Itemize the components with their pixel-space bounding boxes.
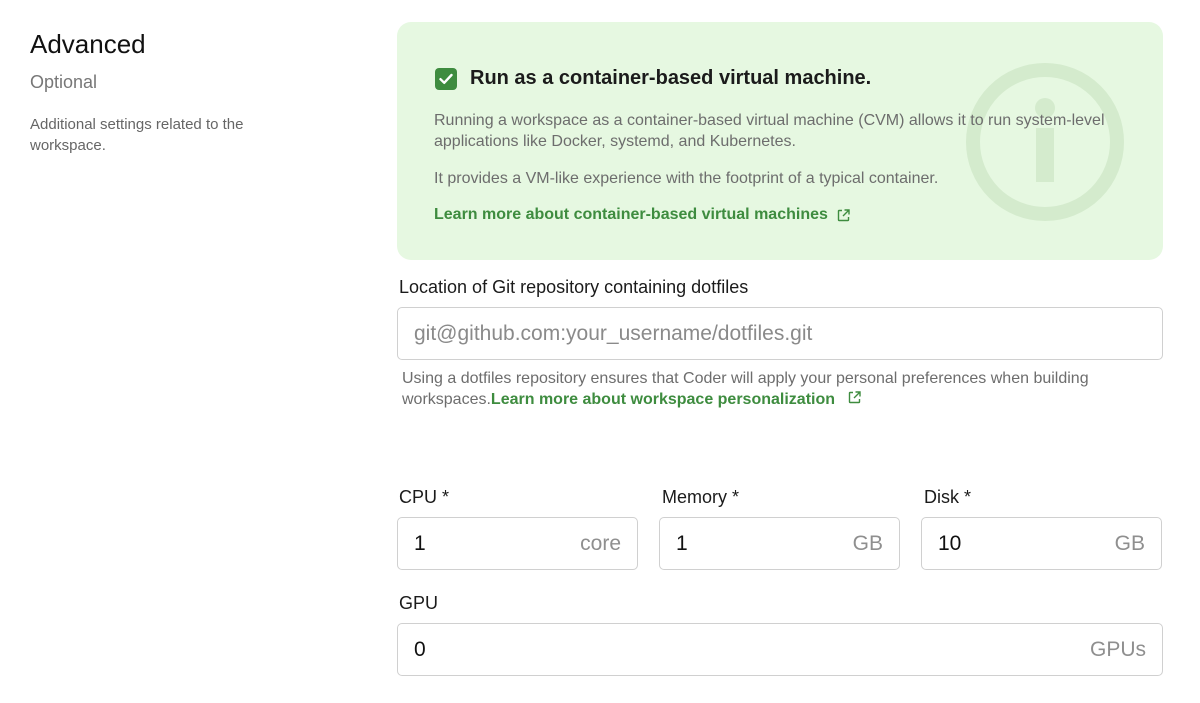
external-link-icon	[848, 391, 862, 404]
gpu-label: GPU	[399, 593, 439, 613]
dotfiles-label: Location of Git repository containing do…	[399, 277, 749, 297]
dotfiles-helper-text: Using a dotfiles repository ensures that…	[402, 368, 1162, 410]
disk-unit: GB	[1114, 531, 1145, 555]
cpu-input[interactable]: 1 core	[397, 517, 638, 570]
cvm-learn-more-link[interactable]: Learn more about container-based virtual…	[434, 206, 850, 224]
memory-value: 1	[676, 531, 688, 555]
cvm-info-box: Run as a container-based virtual machine…	[397, 22, 1163, 260]
cvm-learn-more-label: Learn more about container-based virtual…	[434, 206, 828, 223]
cvm-checkbox[interactable]	[435, 67, 457, 90]
cpu-unit: core	[580, 531, 621, 555]
cvm-description-2: It provides a VM-like experience with th…	[434, 170, 939, 187]
workspace-personalization-link[interactable]: Learn more about workspace personalizati…	[491, 391, 862, 408]
memory-input[interactable]: 1 GB	[659, 517, 900, 570]
memory-label: Memory *	[662, 487, 740, 507]
disk-input[interactable]: 10 GB	[921, 517, 1162, 570]
disk-value: 10	[938, 531, 962, 555]
section-description: Additional settings related to the works…	[30, 116, 244, 154]
external-link-icon	[837, 208, 850, 222]
gpu-value: 0	[414, 637, 426, 661]
memory-unit: GB	[852, 531, 883, 555]
cvm-header: Run as a container-based virtual machine…	[435, 67, 871, 90]
section-title: Advanced	[30, 29, 146, 59]
gpu-unit: GPUs	[1089, 637, 1146, 661]
cvm-checkbox-label[interactable]: Run as a container-based virtual machine…	[470, 67, 872, 89]
info-circle-icon	[966, 63, 1124, 221]
dotfiles-input[interactable]: git@github.com:your_username/dotfiles.gi…	[397, 307, 1163, 360]
gpu-input[interactable]: 0 GPUs	[397, 623, 1163, 676]
workspace-personalization-label: Learn more about workspace personalizati…	[490, 391, 836, 408]
dotfiles-placeholder: git@github.com:your_username/dotfiles.gi…	[414, 321, 813, 345]
section-header: Advanced Optional Additional settings re…	[30, 28, 270, 156]
cvm-description: Running a workspace as a container-based…	[434, 112, 1105, 150]
dotfiles-helper-description: Using a dotfiles repository ensures that…	[402, 370, 1089, 408]
section-optional-label: Optional	[30, 72, 98, 92]
cpu-label: CPU *	[399, 487, 450, 507]
cpu-value: 1	[414, 531, 426, 555]
checkmark-icon	[439, 73, 453, 84]
disk-label: Disk *	[924, 487, 972, 507]
